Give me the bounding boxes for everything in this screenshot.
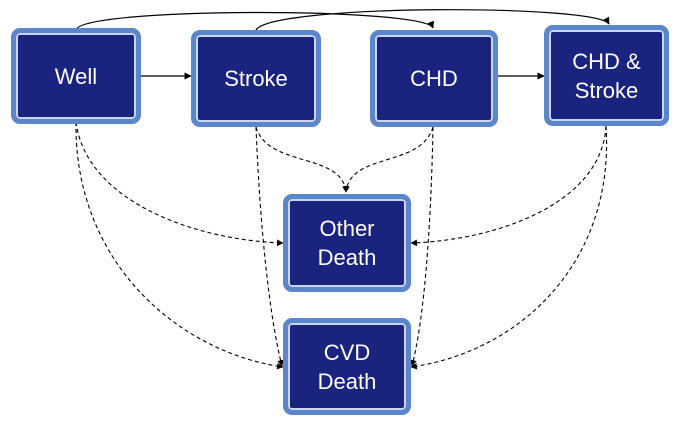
state-label: Stroke bbox=[224, 66, 288, 91]
arrow-chd-to-cvd-death bbox=[410, 126, 434, 367]
state-chd-stroke[interactable]: CHD & Stroke bbox=[544, 25, 669, 126]
state-label: Well bbox=[54, 63, 98, 89]
arrow-stroke-to-cvd-death bbox=[255, 126, 284, 367]
state-stroke[interactable]: Stroke bbox=[191, 30, 321, 127]
arrow-chd-stroke-to-other-death bbox=[410, 125, 607, 247]
arrow-stroke-to-other-death bbox=[255, 126, 349, 193]
state-cvd-death[interactable]: CVD Death bbox=[283, 318, 411, 415]
arrow-chd-to-other-death bbox=[343, 126, 434, 193]
arrow-well-to-chd bbox=[75, 11, 434, 31]
state-well[interactable]: Well bbox=[11, 28, 141, 124]
arrow-well-to-cvd-death bbox=[75, 121, 284, 370]
state-chd[interactable]: CHD bbox=[370, 30, 498, 127]
state-other-death[interactable]: Other Death bbox=[283, 194, 411, 292]
arrow-chd-stroke-to-cvd-death bbox=[410, 125, 608, 370]
arrow-stroke-to-chd-stroke bbox=[255, 9, 610, 31]
arrow-well-to-other-death bbox=[75, 121, 284, 247]
state-label: Other Death bbox=[317, 216, 377, 270]
state-label: CHD bbox=[410, 66, 458, 91]
state-label: CHD & Stroke bbox=[572, 48, 641, 103]
state-label: CVD Death bbox=[317, 339, 377, 394]
